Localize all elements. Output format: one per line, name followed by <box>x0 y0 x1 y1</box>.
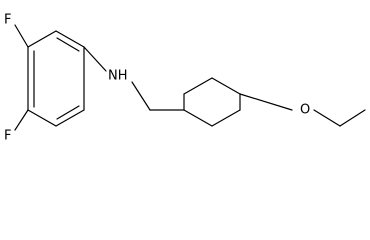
ring2-to-oxygen-bond <box>239 93 293 111</box>
ring1-bond-bottom-right <box>55 109 85 127</box>
ring2-bond-top-left <box>183 77 213 95</box>
ethyl-terminal-bond <box>339 109 366 127</box>
ring1-bond-bottom-left <box>27 109 57 127</box>
fluorine-top-bond <box>14 24 29 48</box>
ring2-bond-bottom-right <box>211 109 241 127</box>
ethoxyphenyl-ring <box>183 77 241 127</box>
ring2-bond-bottom-left <box>183 109 213 127</box>
ring1-bond-top-left <box>27 30 57 48</box>
ring1-double-bond-bottom <box>56 105 80 120</box>
ether-oxygen-label: O <box>300 103 310 118</box>
ring1-to-nitrogen-bond <box>83 46 107 72</box>
fluorine-top-label: F <box>4 13 11 28</box>
ring2-bond-top-right <box>211 77 241 95</box>
nitrogen-to-methylene-bond <box>131 81 151 111</box>
ring1-double-bond-top <box>56 37 80 52</box>
oxygen-to-ethyl-bond <box>313 109 341 127</box>
ring1-bond-top-right <box>55 30 85 48</box>
difluorophenyl-ring <box>27 30 85 127</box>
fluorine-bottom-label: F <box>4 129 11 144</box>
molecule-structure-diagram: F F NH O <box>4 13 366 144</box>
fluorine-bottom-bond <box>14 109 29 131</box>
amine-label: NH <box>108 69 128 84</box>
